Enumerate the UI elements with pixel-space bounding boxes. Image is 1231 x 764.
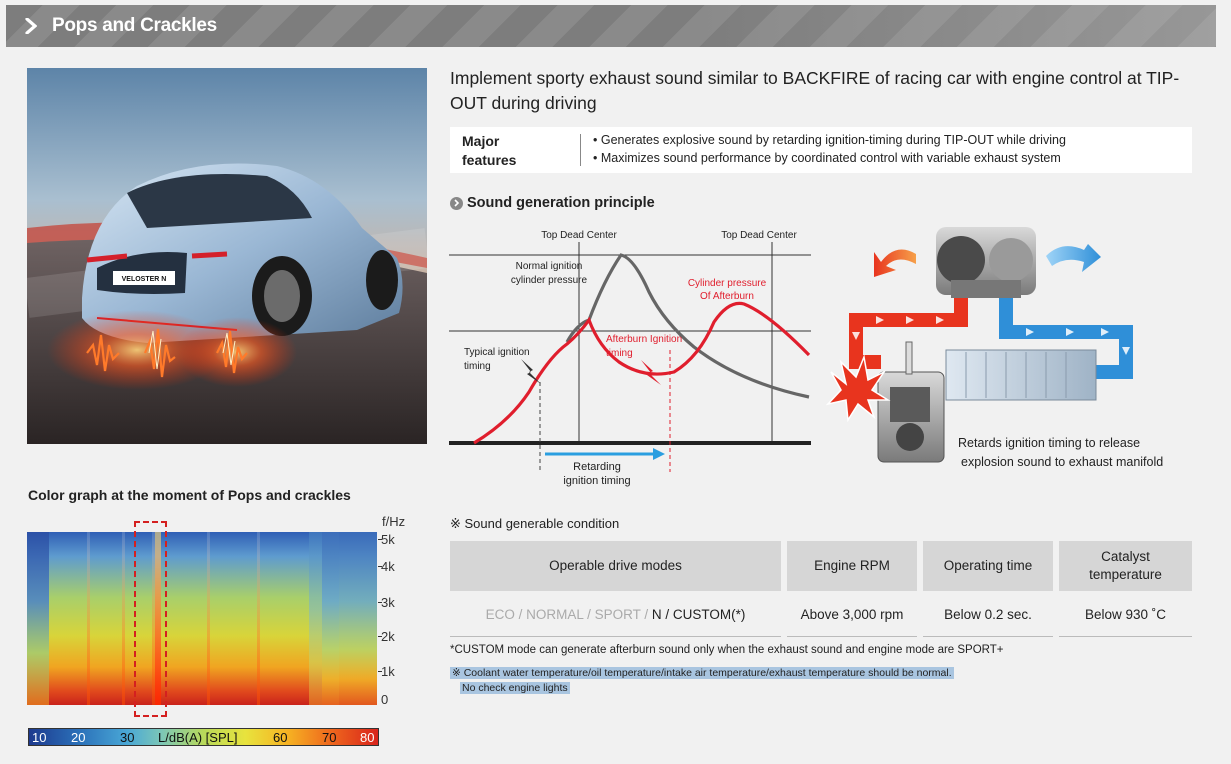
freq-tick-label: 5k [381,532,395,547]
chevron-right-icon [25,18,37,34]
hero-car-image: VELOSTER N [27,68,427,444]
features-label: Major features [462,133,517,168]
coolant-note: ※ Coolant water temperature/oil temperat… [450,667,954,694]
chevron-circle-icon [450,196,463,210]
frequency-unit-label: f/Hz [382,514,406,529]
freq-tick-label: 2k [381,629,395,644]
feature-item: • Maximizes sound performance by coordin… [593,151,1061,165]
license-plate-text: VELOSTER N [122,276,167,283]
typical-label-2: timing [464,361,491,372]
intro-description: Implement sporty exhaust sound similar t… [450,68,1180,113]
afterburn-pressure-curve [473,301,811,445]
section-title: Pops and Crackles [52,15,217,36]
afterburn-label-1: Afterburn Ignition [606,334,682,345]
principle-title: Sound generation principle [467,195,655,211]
exhaust-out-arrow-icon [874,249,916,277]
feature-item: • Generates explosive sound by retarding… [593,133,1066,147]
cylinder-pressure-diagram: Top Dead Center Top Dead Center Normal i… [449,230,811,487]
afterburn-label-2: timing [606,348,633,359]
freq-tick-label: 3k [381,595,395,610]
normal-label-2: cylinder pressure [511,275,588,286]
scale-label: 70 [322,730,337,745]
retard-label-2: ignition timing [563,475,630,487]
scale-label: 20 [71,730,86,745]
section-header-bar: Pops and Crackles [6,5,1216,47]
retard-label-1: Retarding [573,461,621,473]
air-in-arrow-icon [1046,244,1101,272]
cylinder-afterburn-label-1: Cylinder pressure [688,278,767,289]
cylinder-afterburn-label-2: Of Afterburn [700,291,754,302]
intercooler [945,349,1097,401]
header-operating-time: Operating time [923,541,1053,591]
freq-tick-label: 4k [381,559,395,574]
header-engine-rpm: Engine RPM [787,541,917,591]
custom-mode-note: *CUSTOM mode can generate afterburn soun… [450,644,1004,656]
major-features-box: Major features • Generates explosive sou… [450,127,1192,173]
freq-tick-label: 0 [381,692,389,707]
cell-engine-rpm: Above 3,000 rpm [787,593,917,637]
color-graph-title: Color graph at the moment of Pops and cr… [28,487,351,503]
header-drive-modes: Operable drive modes [450,541,781,591]
cell-operating-time: Below 0.2 sec. [923,593,1053,637]
explosion-icon [826,354,891,423]
header-catalyst-temp: Catalyst temperature [1059,541,1192,591]
header-gradient [696,5,1216,47]
condition-title: ※ Sound generable condition [450,516,620,531]
cold-intake-pipe [999,297,1133,379]
normal-pressure-curve [565,253,810,399]
cell-catalyst-temp: Below 930 ˚C [1059,593,1192,637]
cell-drive-modes: ECO / NORMAL / SPORT / N / CUSTOM(*) [450,593,781,637]
scale-label: L/dB(A) [SPL] [158,730,238,745]
scale-label: 80 [360,730,375,745]
engine-exhaust-diagram [826,227,1133,463]
scale-label: 10 [32,730,47,745]
pops-highlight-box [134,521,167,717]
freq-tick-label: 1k [381,664,395,679]
principle-heading: Sound generation principle [450,195,655,211]
features-divider [580,134,581,166]
tdc-label-right: Top Dead Center [721,230,797,241]
typical-label-1: Typical ignition [464,347,530,358]
spark-icon [521,359,541,384]
tdc-label-left: Top Dead Center [541,230,617,241]
spectrogram [27,532,377,705]
spark-icon [641,360,661,385]
db-color-scale: 10 20 30 L/dB(A) [SPL] 60 70 80 [28,728,379,746]
scale-label: 60 [273,730,288,745]
engine-caption: Retards ignition timing to release explo… [958,436,1164,469]
normal-label-1: Normal ignition [516,261,583,272]
spark-plug [905,341,913,375]
scale-label: 30 [120,730,135,745]
